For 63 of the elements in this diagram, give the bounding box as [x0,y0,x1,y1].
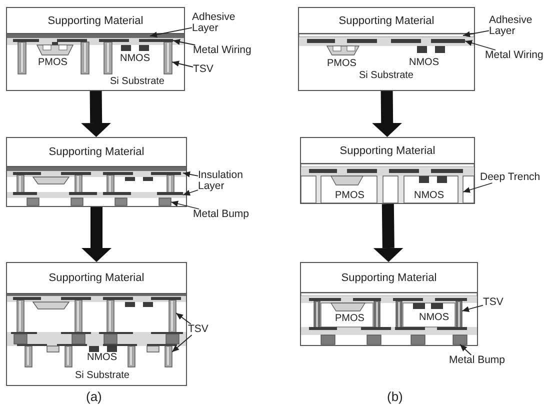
region-label: NMOS [87,352,117,363]
leader-line [462,182,493,193]
flow-arrow [373,204,404,262]
callout-label: Metal Bump [449,355,506,366]
wiring-strip [431,39,465,43]
wiring-strip [139,39,173,42]
region-label: PMOS [327,58,356,69]
via-pillar [164,346,172,368]
via-pillar [164,42,172,74]
flow-arrow [82,207,112,262]
region-label: Si Substrate [359,70,414,81]
callout-label: Adhesive Layer [489,15,539,37]
bump-pad [14,334,28,344]
via-pillar [168,300,176,334]
region-label: PMOS [335,313,364,324]
callout-label: TSV [188,324,208,335]
leader-line [172,60,194,68]
leader-line [182,171,198,178]
region-label: NMOS [414,190,444,201]
callout-label: Deep Trench [480,172,540,183]
leader-line [172,334,192,352]
via-pillar [456,300,462,330]
cross-section [6,7,185,91]
leader-line [464,40,496,50]
adhesive-layer [299,34,474,38]
callout-label: Metal Wiring [485,50,544,61]
trench-gap [458,176,463,203]
leader-line [462,30,490,38]
region-label: NMOS [409,57,439,68]
callout-label: TSV [193,64,214,75]
leader-line [460,344,472,356]
region-label: Si Substrate [75,370,130,381]
cross-section [6,137,187,207]
leader-line [172,38,196,46]
cross-section [300,137,475,204]
panel-caption: (a) [86,390,102,404]
cross-section [6,262,187,386]
leader-line [182,190,198,196]
bump-pad [452,334,468,345]
region-label: NMOS [120,53,150,64]
flow-arrow [372,90,402,137]
region-label: NMOS [419,312,449,323]
leader-line [150,27,192,38]
region-label: PMOS [38,57,68,68]
bump-pad [166,334,180,344]
callout-label: Metal Wiring [193,45,252,56]
region-label: Si Substrate [110,76,164,87]
callout-label: Adhesive Layer [192,12,240,34]
leader-line [462,304,484,312]
bump-pad [158,198,172,206]
panel-caption: (b) [387,390,403,404]
cross-section [298,7,475,91]
callout-label: Insulation Layer [198,170,252,192]
callout-label: Metal Bump [193,209,250,220]
leader-line [176,312,192,324]
region-label: PMOS [335,190,364,201]
bump-pad [104,334,118,344]
cross-section [300,262,478,346]
bump-pad [72,334,86,344]
flow-arrow [81,90,112,137]
leader-line [170,200,200,210]
callout-label: TSV [483,297,504,308]
adhesive-layer [7,34,184,38]
